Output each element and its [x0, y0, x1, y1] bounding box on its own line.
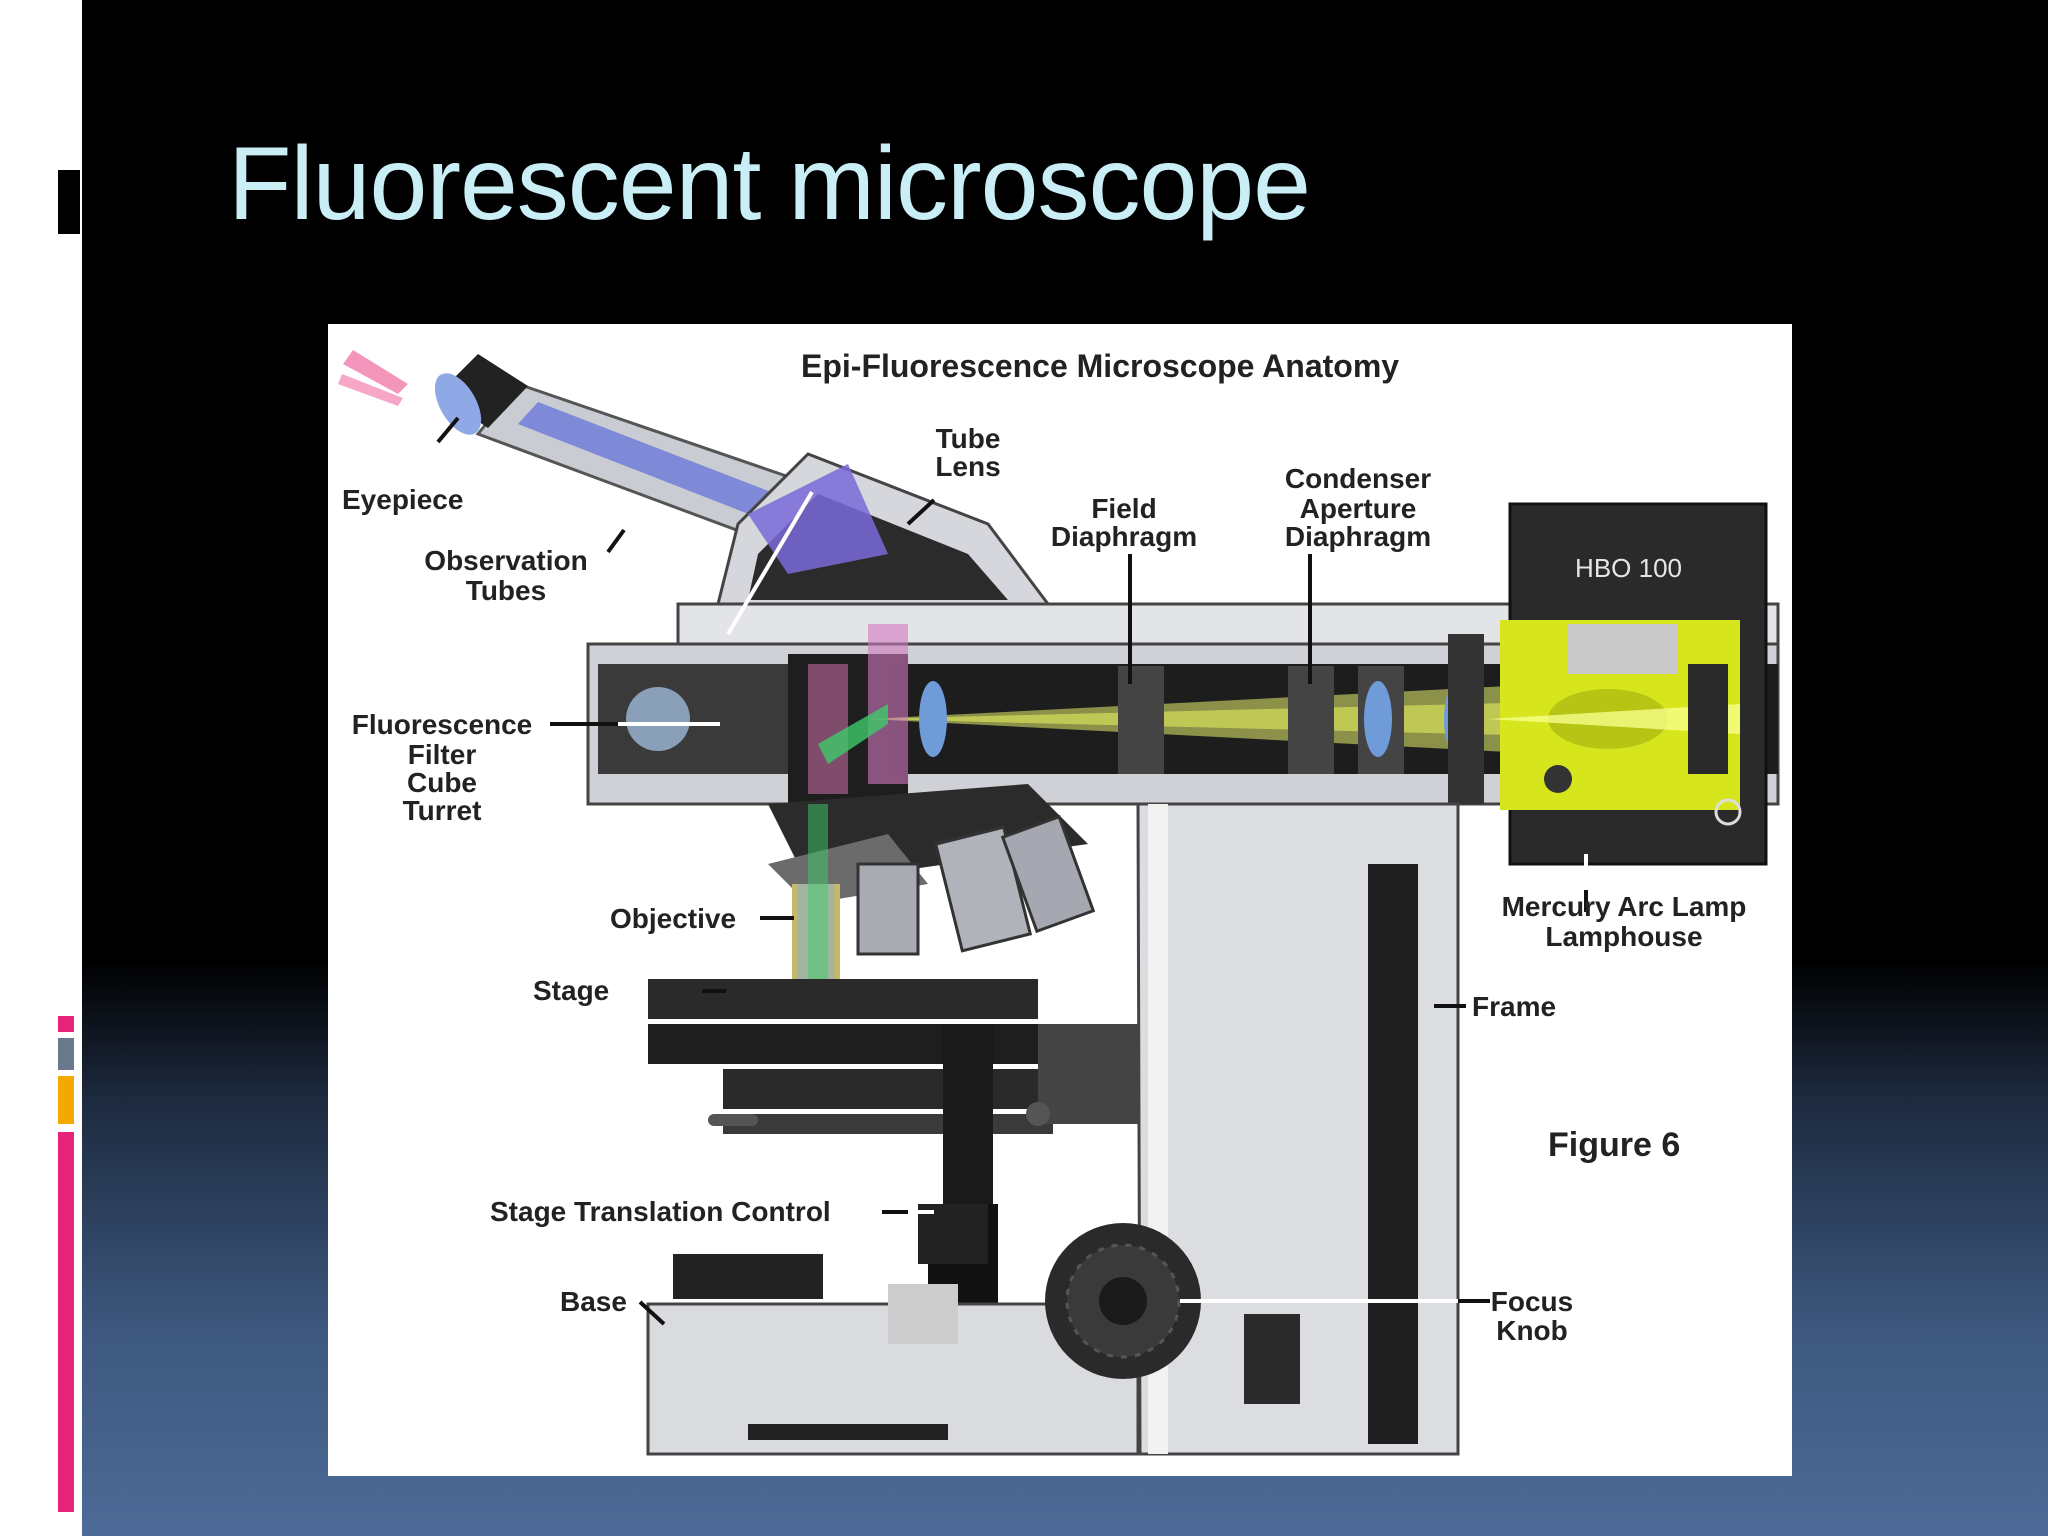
nosepiece-objectives-drawing: [768, 784, 1096, 994]
label-condenser-aperture-diaphragm-3: Diaphragm: [1285, 521, 1431, 552]
label-focus-knob-1: Focus: [1491, 1286, 1573, 1317]
deco-bar-slate: [58, 1038, 74, 1070]
label-stage: Stage: [533, 975, 609, 1006]
label-field-diaphragm-2: Diaphragm: [1051, 521, 1197, 552]
label-fluorescence-filter-cube-turret-4: Turret: [403, 795, 482, 826]
label-focus-knob-2: Knob: [1496, 1315, 1568, 1346]
frame-drawing: [1136, 802, 1460, 1456]
label-field-diaphragm-1: Field: [1091, 493, 1156, 524]
label-eyepiece: Eyepiece: [342, 484, 463, 515]
stage-drawing: [648, 979, 1138, 1134]
slide-title: Fluorescent microscope: [228, 126, 1311, 242]
deco-bar-magenta-small: [58, 1016, 74, 1032]
label-mercury-arc-lamp-lamphouse-1: Mercury Arc Lamp: [1502, 891, 1747, 922]
deco-bar-top: [58, 170, 80, 234]
label-condenser-aperture-diaphragm-1: Condenser: [1285, 463, 1431, 494]
label-frame: Frame: [1472, 991, 1556, 1022]
label-mercury-arc-lamp-lamphouse-2: Lamphouse: [1545, 921, 1702, 952]
label-observation-tubes-2: Tubes: [466, 575, 546, 606]
figure-number-label: Figure 6: [1548, 1126, 1680, 1164]
base-drawing: [646, 1254, 1140, 1456]
deco-bar-orange: [58, 1076, 74, 1124]
microscope-diagram: Epi-Fluorescence Microscope Anatomy Eyep…: [338, 348, 1780, 1456]
microscope-figure: Epi-Fluorescence Microscope Anatomy Eyep…: [328, 324, 1792, 1476]
label-condenser-aperture-diaphragm-2: Aperture: [1300, 493, 1417, 524]
focus-knob-drawing: [1045, 1223, 1201, 1379]
label-objective: Objective: [610, 903, 736, 934]
label-fluorescence-filter-cube-turret-1: Fluorescence: [352, 709, 533, 740]
figure-title: Epi-Fluorescence Microscope Anatomy: [801, 348, 1399, 384]
microscope-head-drawing: [716, 452, 1051, 606]
label-stage-translation-control: Stage Translation Control: [490, 1196, 831, 1227]
label-fluorescence-filter-cube-turret-2: Filter: [408, 739, 477, 770]
label-hbo-100: HBO 100: [1575, 553, 1682, 583]
label-base: Base: [560, 1286, 627, 1317]
label-fluorescence-filter-cube-turret-3: Cube: [407, 767, 477, 798]
label-tube-lens-1: Tube: [936, 423, 1001, 454]
deco-bar-magenta-long: [58, 1132, 74, 1512]
lamphouse-drawing: [1488, 502, 1768, 866]
leader-lines: [436, 416, 1588, 1326]
label-tube-lens-2: Lens: [935, 451, 1000, 482]
label-observation-tubes-1: Observation: [424, 545, 587, 576]
